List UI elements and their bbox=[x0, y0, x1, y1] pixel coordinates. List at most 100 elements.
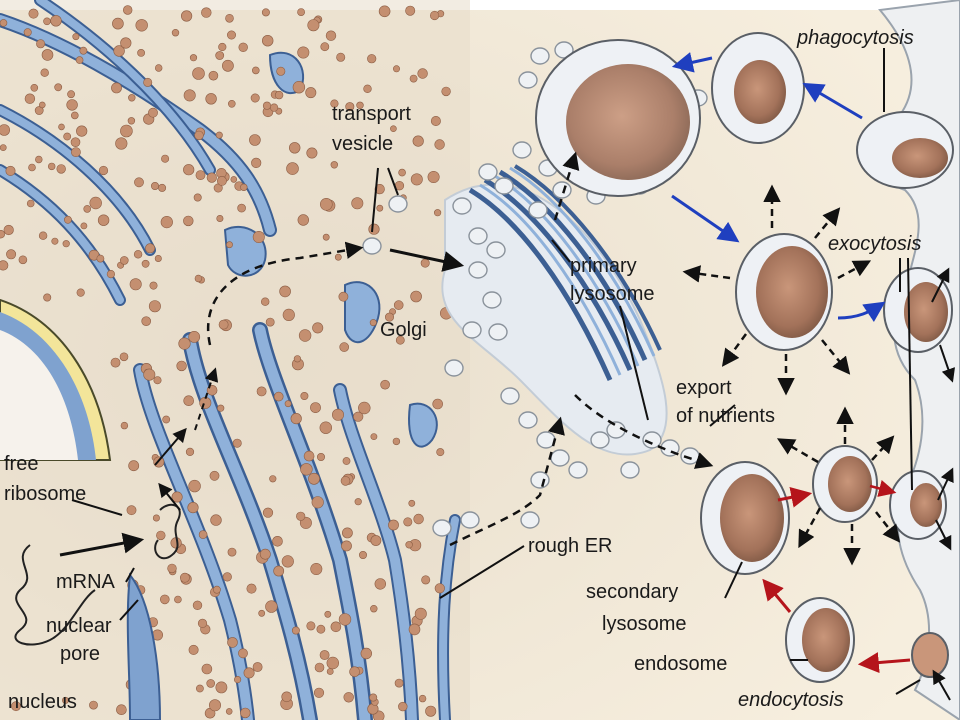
ribosome-dot bbox=[252, 231, 265, 244]
ribosome-dot bbox=[11, 701, 21, 712]
label-golgi: Golgi bbox=[380, 319, 427, 341]
ribosome-dot bbox=[420, 258, 430, 268]
ribosome-dot bbox=[225, 708, 233, 715]
ribosome-dot bbox=[286, 162, 299, 175]
ribosome-dot bbox=[249, 134, 261, 146]
small-vesicle bbox=[552, 181, 572, 199]
ribosome-dot bbox=[272, 535, 283, 547]
ribosome-dot bbox=[232, 438, 242, 448]
ribosome-dot bbox=[197, 618, 208, 629]
arrow-mrna-to-pore bbox=[59, 532, 145, 557]
arrow-blue-lysosome-to-exocytosis bbox=[837, 301, 886, 323]
ribosome-dot bbox=[434, 583, 445, 594]
ribosome-dot bbox=[221, 59, 234, 72]
ribosome-dot bbox=[154, 255, 162, 263]
lysosome-lower-middle bbox=[812, 445, 878, 523]
label-transport-vesicle-2: vesicle bbox=[332, 133, 393, 155]
small-vesicle bbox=[528, 201, 548, 219]
ribosome-dot bbox=[153, 376, 162, 385]
ribosome-dot bbox=[47, 162, 56, 171]
ribosome-dot bbox=[97, 214, 110, 226]
ribosome-dot bbox=[326, 668, 334, 675]
ribosome-dot bbox=[228, 100, 236, 108]
ribosome-dot bbox=[307, 19, 320, 32]
label-primary-lysosome-1: primary bbox=[570, 255, 637, 277]
ribosome-dot bbox=[38, 231, 48, 240]
mrna-strand bbox=[14, 544, 96, 646]
ribosome-dot bbox=[0, 124, 10, 136]
ribosome-dot bbox=[70, 137, 81, 147]
arrow-red-endosome-to-secondary bbox=[762, 578, 792, 613]
ribosome-dot bbox=[319, 421, 332, 434]
ribosome-dot bbox=[226, 241, 233, 249]
ribosome-dot bbox=[316, 624, 326, 634]
ribosome-dot bbox=[127, 117, 136, 125]
label-endosome: endosome bbox=[634, 653, 727, 675]
ribosome-dot bbox=[310, 562, 323, 575]
ribosome-dot bbox=[319, 650, 330, 660]
small-vesicle bbox=[642, 431, 662, 449]
ribosome-dot bbox=[156, 530, 166, 541]
ribosome-dot bbox=[292, 80, 306, 94]
small-vesicle bbox=[362, 237, 382, 255]
ribosome-dot bbox=[24, 93, 36, 104]
label-exocytosis: exocytosis bbox=[828, 233, 921, 255]
ribosome-dot bbox=[64, 215, 72, 224]
ribosome-dot bbox=[427, 171, 440, 184]
ribosome-dot bbox=[176, 360, 187, 372]
ribosome-dot bbox=[298, 329, 312, 342]
ribosome-dot bbox=[336, 52, 346, 62]
ribosome-dot bbox=[0, 260, 9, 271]
small-vesicle bbox=[518, 411, 538, 429]
ribosome-dot bbox=[194, 130, 204, 141]
ribosome-dot bbox=[393, 300, 404, 310]
ribosome-dot bbox=[349, 666, 360, 678]
ribosome-dot bbox=[71, 111, 79, 120]
ribosome-dot bbox=[35, 155, 43, 164]
ribosome-dot bbox=[234, 675, 242, 684]
ribosome-dot bbox=[56, 164, 66, 174]
membrane-vesicle-right-middle bbox=[889, 470, 947, 540]
arrow-red-lysosome-to-membrane bbox=[869, 479, 897, 497]
ribosome-dot bbox=[96, 254, 105, 263]
ribosome-dot bbox=[269, 475, 277, 483]
ribosome-dot bbox=[356, 101, 364, 110]
ribosome-dot bbox=[148, 107, 158, 118]
ribosome-dot bbox=[398, 168, 406, 177]
ribosome-dot bbox=[363, 84, 372, 94]
ribosome-dot bbox=[183, 89, 196, 102]
small-vesicle bbox=[432, 519, 452, 537]
ribosome-dot bbox=[414, 607, 427, 620]
ribosome-dot bbox=[394, 678, 404, 688]
ribosome-dot bbox=[161, 154, 170, 163]
ribosome-dot bbox=[89, 196, 102, 210]
arrow-er-to-golgi-lower bbox=[449, 416, 565, 547]
arrow-er-to-transport-vesicle bbox=[206, 241, 364, 346]
ribosome-dot bbox=[273, 565, 285, 577]
ribosome-dot bbox=[256, 386, 267, 397]
ribosome-dot bbox=[227, 30, 237, 40]
ribosome-dot bbox=[76, 125, 88, 137]
ribosome-dot bbox=[54, 83, 63, 92]
ribosome-dot bbox=[162, 415, 171, 424]
ribosome-dot bbox=[322, 233, 330, 241]
ribosome-dot bbox=[209, 470, 220, 481]
ribosome-dot bbox=[413, 513, 424, 525]
ribosome-dot bbox=[314, 662, 325, 673]
ribosome-dot bbox=[149, 281, 158, 290]
arrow-ribosome-1 bbox=[154, 427, 187, 466]
ribosome-dot bbox=[297, 214, 309, 226]
ribosome-dot bbox=[240, 707, 251, 719]
ribosome-dot bbox=[187, 502, 199, 514]
ribosome-dot bbox=[410, 290, 422, 303]
ribosome-dot bbox=[106, 270, 115, 279]
ribosome-dot bbox=[273, 391, 284, 402]
arrow-blue-phagocytosis bbox=[802, 82, 863, 120]
ribosome-dot bbox=[324, 610, 332, 618]
ribosome-dot bbox=[412, 135, 424, 147]
ribosome-dot bbox=[195, 170, 206, 180]
label-nuclear-pore-1: nuclear bbox=[46, 615, 112, 637]
ribosome-dot bbox=[305, 87, 317, 99]
ribosome-dot bbox=[62, 240, 70, 248]
